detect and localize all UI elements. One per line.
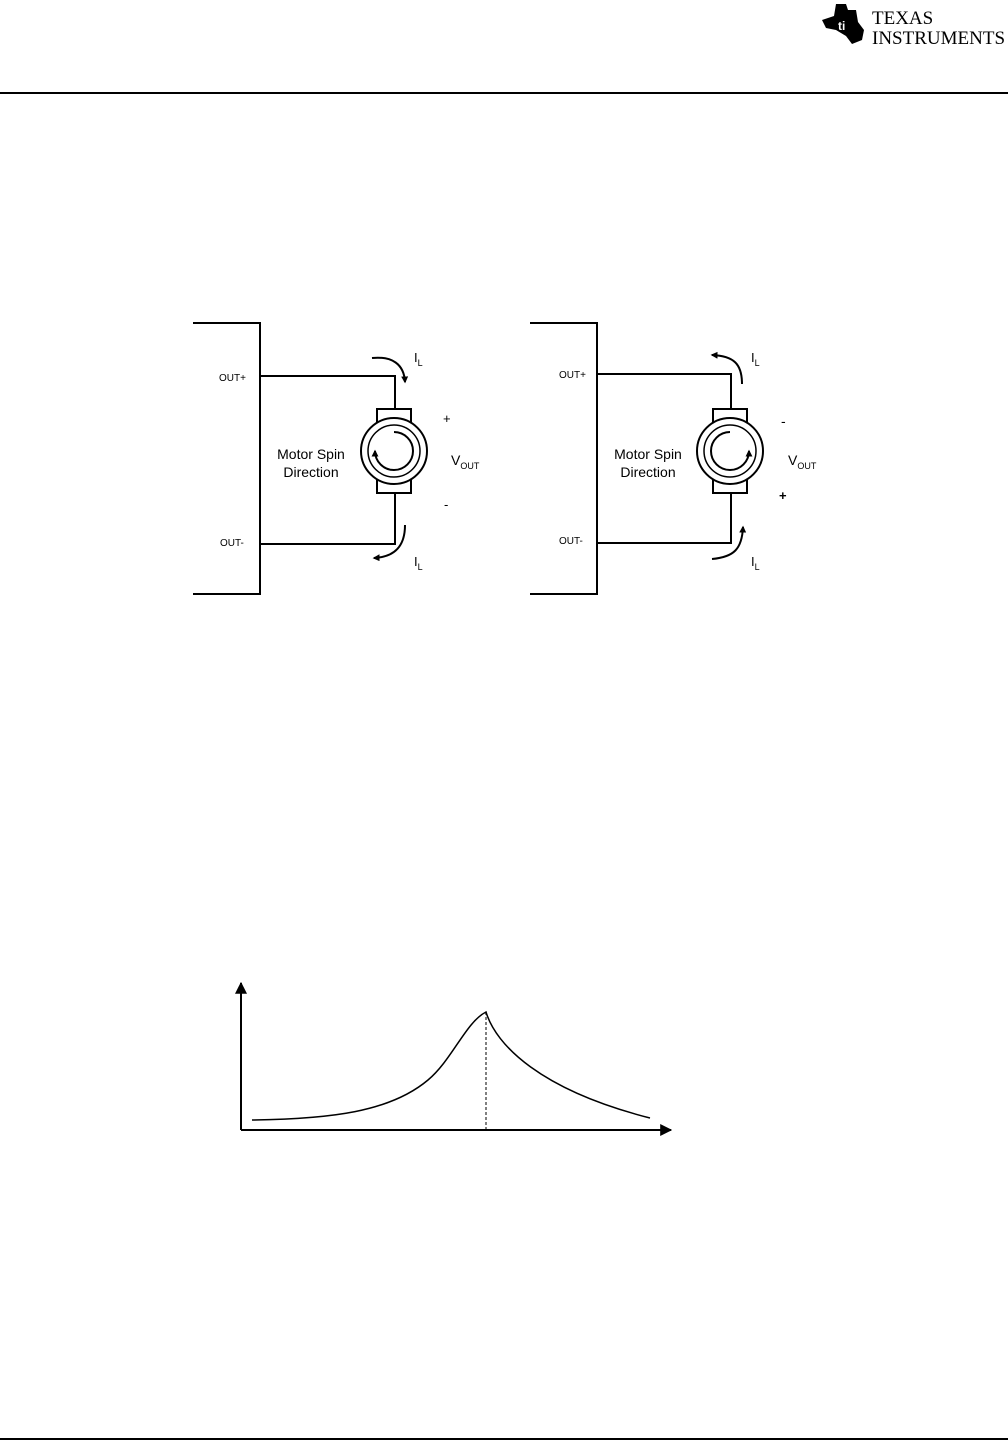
- spin-arrow-icon: [710, 431, 753, 471]
- motor-icon: [696, 408, 764, 494]
- spin-arrow-icon: [371, 431, 414, 471]
- ti-state-icon: ti: [822, 4, 864, 44]
- current-label-top: IL: [751, 350, 760, 368]
- current-arrow-top-icon: [710, 351, 743, 385]
- polarity-bottom: -: [444, 497, 448, 512]
- current-arrow-bottom-icon: [711, 525, 747, 560]
- curve-figure: [235, 981, 673, 1136]
- polarity-top: +: [443, 411, 451, 426]
- wire-top: [260, 375, 396, 409]
- driver-block: [530, 322, 598, 595]
- spin-label-line-2: Direction: [620, 464, 675, 480]
- response-curve: [251, 1010, 651, 1121]
- out-plus-label: OUT+: [559, 370, 586, 381]
- spin-label-line-1: Motor Spin: [277, 446, 345, 462]
- out-minus-label: OUT-: [220, 538, 244, 549]
- current-label-bottom: IL: [414, 554, 423, 572]
- wire-top: [597, 373, 732, 409]
- current-label-top: IL: [414, 350, 423, 368]
- vout-label: VOUT: [788, 452, 817, 471]
- current-arrow-top-icon: [371, 356, 409, 384]
- current-label-bottom: IL: [751, 554, 760, 572]
- polarity-top: -: [781, 413, 786, 429]
- current-arrow-bottom-icon: [372, 524, 406, 562]
- driver-block: [193, 322, 261, 595]
- ti-logo: ti TEXAS INSTRUMENTS: [822, 4, 1005, 49]
- logo-line-2: INSTRUMENTS: [872, 28, 1005, 49]
- spin-label-line-1: Motor Spin: [614, 446, 682, 462]
- out-minus-label: OUT-: [559, 536, 583, 547]
- wire-bottom: [260, 493, 396, 545]
- svg-text:ti: ti: [838, 19, 845, 33]
- motor-icon: [360, 408, 428, 494]
- spin-label-line-2: Direction: [283, 464, 338, 480]
- circuit-left: OUT+ OUT- IL IL Motor Spin Direction + -…: [193, 322, 480, 595]
- vout-label: VOUT: [451, 452, 480, 471]
- wire-bottom: [597, 493, 732, 544]
- out-plus-label: OUT+: [219, 373, 246, 384]
- circuit-right: OUT+ OUT- IL IL Motor Spin Direction - +…: [530, 322, 817, 595]
- polarity-bottom: +: [779, 488, 787, 503]
- logo-line-1: TEXAS: [872, 8, 933, 29]
